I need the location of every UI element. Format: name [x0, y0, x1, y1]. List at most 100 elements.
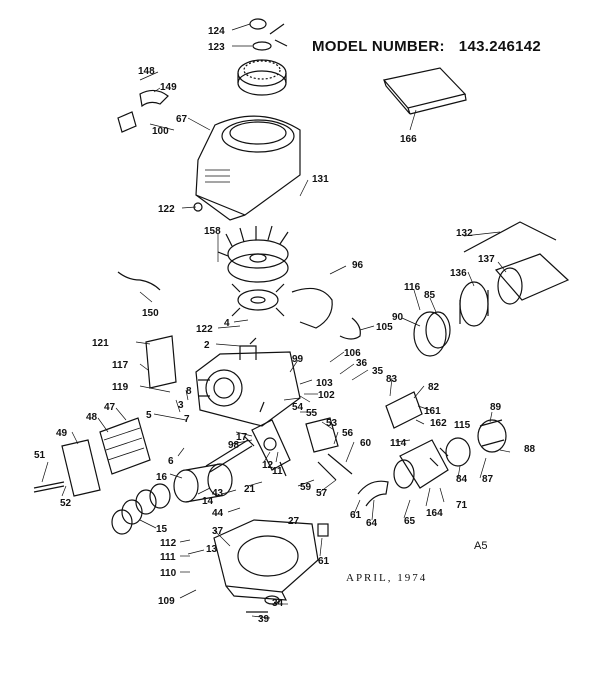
callout: 85 [424, 290, 436, 301]
callout: 82 [428, 382, 440, 393]
callout: 162 [430, 418, 447, 429]
air-filter-part [413, 253, 570, 357]
callout: 100 [152, 126, 169, 137]
callout: 8 [186, 386, 192, 397]
callout: 115 [454, 420, 471, 431]
callout: 35 [372, 366, 384, 377]
intake-pipe-part [357, 480, 389, 507]
callout: 132 [456, 228, 473, 239]
callout: 161 [424, 406, 441, 417]
callout: 2 [204, 340, 210, 351]
gasket-part [305, 417, 339, 453]
decal-part [117, 111, 137, 133]
callout: 65 [404, 516, 416, 527]
wire-part [117, 271, 161, 291]
callout: 36 [356, 358, 368, 369]
crankcase-base-part [213, 519, 319, 601]
callout: 52 [60, 498, 72, 509]
callout: 61 [350, 510, 362, 521]
callout: 67 [176, 114, 188, 125]
callout: 34 [272, 598, 284, 609]
callout: 47 [104, 402, 116, 413]
piston-part [173, 463, 233, 503]
seal-part [264, 595, 280, 605]
callout: 7 [184, 414, 190, 425]
date-label: APRIL, 1974 [346, 572, 428, 584]
model-number: 143.246142 [458, 38, 542, 55]
callout: 164 [426, 508, 443, 519]
model-number-heading: MODEL NUMBER: 143.246142 [312, 38, 541, 55]
callout: 56 [342, 428, 354, 439]
callout: 136 [450, 268, 467, 279]
callout: 21 [244, 484, 256, 495]
callout: 84 [456, 474, 468, 485]
flange-part [429, 447, 449, 467]
leader-lines [41, 23, 511, 619]
callout: 5 [146, 410, 152, 421]
callout: 60 [360, 438, 372, 449]
filter-bracket-part [463, 221, 557, 253]
callout: 6 [168, 456, 174, 467]
callout: 131 [312, 174, 329, 185]
callout: 124 [208, 26, 225, 37]
flywheel-part [217, 225, 289, 283]
callout: 55 [306, 408, 318, 419]
callout: 71 [456, 500, 468, 511]
callout: 158 [204, 226, 221, 237]
callout: 39 [258, 614, 270, 625]
governor-link-part [317, 453, 353, 481]
callout: 57 [316, 488, 328, 499]
callout: 102 [318, 390, 335, 401]
crankshaft-part [251, 401, 291, 477]
callout: 110 [160, 568, 177, 579]
callout: 117 [112, 360, 129, 371]
callout: 87 [482, 474, 494, 485]
carburetor-part [385, 391, 449, 489]
piston-rings-part [111, 483, 171, 535]
magneto-part [231, 283, 285, 317]
callout: 13 [206, 544, 218, 555]
callout: 116 [404, 282, 421, 293]
model-label: MODEL NUMBER: [312, 38, 445, 55]
callout: 53 [326, 418, 338, 429]
callout: 103 [316, 378, 333, 389]
callout: 166 [400, 134, 417, 145]
callout: 96 [352, 260, 364, 271]
callout: 83 [386, 374, 398, 385]
cover-plate-part [139, 89, 169, 108]
callout: 17 [236, 432, 248, 443]
callout: 149 [160, 82, 177, 93]
connecting-rod-part [205, 435, 255, 473]
callout: 37 [212, 526, 224, 537]
callout: 112 [160, 538, 177, 549]
callout: 3 [178, 400, 184, 411]
callout: 59 [300, 482, 312, 493]
callout: 48 [86, 412, 98, 423]
callout-labels: 124 123 148 149 67 100 166 131 122 158 9… [34, 26, 536, 625]
callout: 14 [202, 496, 214, 507]
callout: 119 [112, 382, 129, 393]
owners-manual-part [382, 67, 467, 115]
starter-cup-part [249, 18, 288, 51]
callout: 99 [292, 354, 304, 365]
callout: 49 [56, 428, 68, 439]
guard-part [291, 287, 333, 329]
head-gasket-part [145, 335, 177, 389]
callout: 15 [156, 524, 168, 535]
callout: 123 [208, 42, 225, 53]
bolt-part [33, 481, 65, 493]
cylinder-head-part [99, 417, 151, 475]
callout: 114 [390, 438, 407, 449]
plug-part [317, 523, 329, 537]
callout: 27 [288, 516, 300, 527]
callout: 111 [160, 552, 176, 563]
callout: 4 [224, 318, 230, 329]
callout: 44 [212, 508, 224, 519]
callout: 148 [138, 66, 155, 77]
callout: 11 [272, 466, 283, 477]
cylinder-block-part [195, 337, 301, 427]
callout: 54 [292, 402, 304, 413]
rotating-screen-part [237, 59, 287, 96]
callout: 122 [196, 324, 213, 335]
callout: 122 [158, 204, 175, 215]
